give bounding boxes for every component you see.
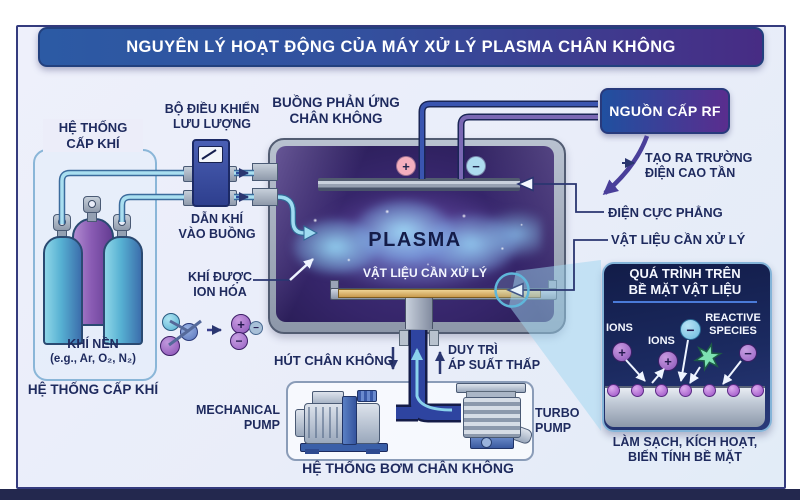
ion-minus-icon: − <box>739 344 757 362</box>
surface-atom <box>751 384 764 397</box>
rf-field-label-line2: ĐIỆN CAO TẦN <box>645 166 736 180</box>
ionized-gas-label-line1: KHÍ ĐƯỢC <box>187 270 253 284</box>
mechanical-pump-fins <box>308 407 348 438</box>
gas-system-header: HỆ THỐNG CẤP KHÍ <box>43 119 143 153</box>
gas-inlet-label-line1: DẪN KHÍ <box>190 212 244 226</box>
mechanical-pump-label-line2: PUMP <box>243 418 280 432</box>
inset-bombardment-arrows <box>625 339 742 385</box>
gas-system-footer: HỆ THỐNG CẤP KHÍ <box>27 382 159 397</box>
inset-title-line2: BỀ MẶT VẬT LIỆU <box>628 281 742 297</box>
base-gas-examples: (e.g., Ar, O₂, N₂) <box>50 353 136 365</box>
pump-foot <box>366 449 380 454</box>
turbo-pump-label-line2: PUMP <box>535 421 572 435</box>
ion-minus-icon: − <box>230 332 248 350</box>
gas-pipes <box>58 168 254 224</box>
ionized-gas-arrow <box>289 258 314 281</box>
chamber-label-line1: BUỒNG PHẢN ỨNG <box>272 95 400 110</box>
page-title: NGUYÊN LÝ HOẠT ĐỘNG CỦA MÁY XỬ LÝ PLASMA… <box>38 27 764 67</box>
flat-electrode-label: ĐIỆN CỰC PHẲNG <box>608 205 723 220</box>
flow-controller-label-line1: BỘ ĐIỀU KHIỂN <box>164 102 260 116</box>
turbo-pump-label: TURBO PUMP <box>535 406 579 436</box>
plasma-label: PLASMA <box>368 229 462 251</box>
gas-system-header-line1: HỆ THỐNG <box>58 120 128 135</box>
surface-atom <box>607 384 620 397</box>
rf-field-label-line1: TẠO RA TRƯỜNG <box>645 151 753 165</box>
reactive-species-label: REACTIVE SPECIES <box>700 312 766 338</box>
pressure-label-line1: DUY TRÌ <box>448 343 498 357</box>
surface-atom <box>631 384 644 397</box>
rf-wires <box>418 100 598 179</box>
ion-plus-icon: + <box>612 342 632 362</box>
reactive-species-line2: SPECIES <box>709 325 757 338</box>
bottom-bar <box>0 489 800 500</box>
rf-source-box: NGUỒN CẤP RF <box>600 88 730 134</box>
inset-title-line1: QUÁ TRÌNH TRÊN <box>629 266 741 281</box>
flow-controller-label-line2: LƯU LƯỢNG <box>173 117 251 131</box>
pump-system-footer: HỆ THỐNG BƠM CHÂN KHÔNG <box>302 460 514 476</box>
inset-title: QUÁ TRÌNH TRÊN BỀ MẶT VẬT LIỆU <box>602 266 768 297</box>
gas-inlet-label-line2: VÀO BUỒNG <box>178 227 256 241</box>
gas-cylinder-right <box>103 236 143 345</box>
material-connector <box>506 239 608 298</box>
ion-minus-icon: − <box>680 319 701 340</box>
surface-atom <box>655 384 668 397</box>
mechanical-pump-knob <box>357 390 377 402</box>
chamber-label: BUỒNG PHẢN ỨNG CHÂN KHÔNG <box>266 95 406 127</box>
mechanical-pump-label-line1: MECHANICAL <box>195 403 280 417</box>
cylinder-valve-icon <box>83 196 101 213</box>
reactive-species-line1: REACTIVE <box>705 312 761 324</box>
ionized-gas-label-line2: ION HÓA <box>193 285 247 299</box>
inset-caption: LÀM SẠCH, KÍCH HOẠT, BIẾN TÍNH BỀ MẶT <box>596 435 774 465</box>
inset-title-underline <box>613 301 757 303</box>
vacuum-suction-label: HÚT CHÂN KHÔNG <box>274 353 394 368</box>
material-callout-label: VẬT LIỆU CẦN XỬ LÝ <box>611 232 746 247</box>
pedestal-stem <box>405 298 433 329</box>
electrode-connector <box>516 176 604 213</box>
pump-foot <box>305 449 319 454</box>
rf-field-label: TẠO RA TRƯỜNG ĐIỆN CAO TẦN <box>645 151 752 181</box>
anode-badge: + <box>396 156 416 176</box>
chamber-gas-inlet-arrow <box>277 194 319 241</box>
gas-system-header-line2: CẤP KHÍ <box>66 135 120 151</box>
rf-field-curved-arrow <box>602 135 650 195</box>
vacuum-pipes <box>396 330 461 423</box>
magnifier-beam <box>509 260 601 431</box>
mechanical-pump-band <box>342 396 357 445</box>
material-in-chamber-label: VẬT LIỆU CẦN XỬ LÝ <box>363 266 487 280</box>
turbo-pump-body <box>463 397 521 438</box>
inset-caption-line2: BIẾN TÍNH BỀ MẶT <box>628 450 742 464</box>
cathode-badge: − <box>466 156 486 176</box>
reactive-species-star-icon <box>693 342 723 372</box>
molecule-bonds <box>168 319 202 347</box>
ionized-gas-label: KHÍ ĐƯỢC ION HÓA <box>180 270 260 300</box>
gas-cylinder-left <box>43 236 83 345</box>
ions-label-left: IONS <box>606 322 633 334</box>
gauge-needle-icon <box>201 149 217 160</box>
magnifier-circle <box>494 272 530 308</box>
pressure-label-line2: ÁP SUẤT THẤP <box>448 358 541 372</box>
top-electrode <box>318 178 520 191</box>
plasma-sparkles <box>296 194 536 282</box>
ion-plus-icon: + <box>658 351 678 371</box>
surface-atom <box>727 384 740 397</box>
turbo-pump-label-line1: TURBO <box>535 406 580 420</box>
gas-inlet-label: DẪN KHÍ VÀO BUỒNG <box>168 212 266 242</box>
vacuum-flow-arrow <box>411 348 453 412</box>
inset-caption-line1: LÀM SẠCH, KÍCH HOẠT, <box>612 435 758 449</box>
ions-label-mid: IONS <box>648 335 675 347</box>
flange-right <box>429 330 439 346</box>
ion-minus-icon: − <box>249 321 263 335</box>
pressure-label: DUY TRÌ ÁP SUẤT THẤP <box>448 343 540 373</box>
flow-controller-label: BỘ ĐIỀU KHIỂN LƯU LƯỢNG <box>150 102 274 132</box>
surface-atom <box>703 384 716 397</box>
base-gas-label: KHÍ NỀN <box>67 337 119 351</box>
mechanical-pump-label: MECHANICAL PUMP <box>192 403 280 433</box>
turbo-pump-dial-icon <box>481 437 492 448</box>
surface-atom <box>679 384 692 397</box>
chamber-label-line2: CHÂN KHÔNG <box>289 111 383 127</box>
